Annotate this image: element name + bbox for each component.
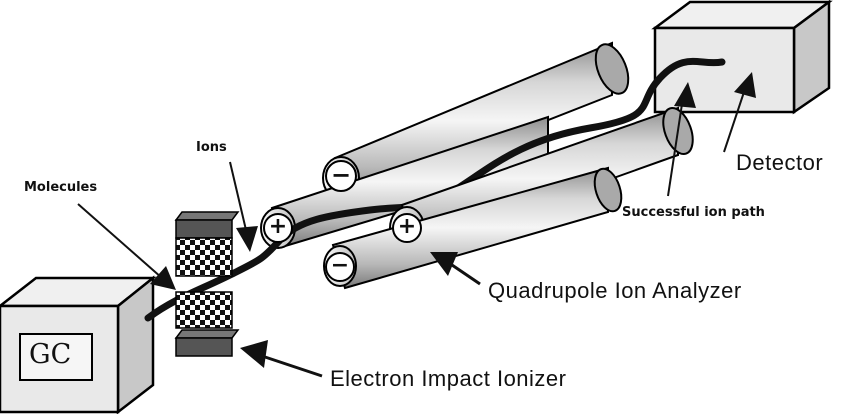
quadrupole-ion-analyzer-label: Quadrupole Ion Analyzer: [488, 278, 742, 303]
electron-impact-ionizer: [174, 211, 240, 357]
successful-ion-path-label: Successful ion path: [622, 205, 765, 220]
detector-box: [651, 0, 833, 115]
molecules-label: Molecules: [24, 180, 98, 195]
pointer-arrows: [77, 72, 756, 378]
electron-impact-ionizer-label: Electron Impact Ionizer: [330, 366, 567, 391]
gc-label: GC: [29, 339, 72, 370]
rod-sign-bottom-left: −: [325, 252, 355, 282]
rod-sign-bottom-right: +: [392, 213, 422, 243]
gc-box: [0, 275, 157, 415]
rod-sign-top-left: −: [325, 160, 357, 192]
detector-label: Detector: [736, 150, 824, 175]
ions-label: Ions: [196, 140, 227, 155]
rod-sign-top-right: +: [263, 213, 293, 243]
